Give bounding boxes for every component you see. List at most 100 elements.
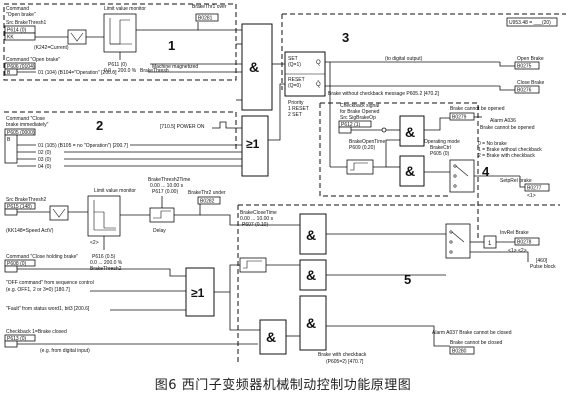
- and-gate-1-symbol: &: [249, 59, 259, 75]
- close-holding-wire: [17, 268, 186, 277]
- checkback-inverter: [381, 127, 387, 133]
- selector2-contact-2: [449, 250, 453, 254]
- brake-cannot-close-label: Brake cannot be closed: [450, 340, 502, 346]
- brake-open-time-label: BrakeOpenTime: [349, 139, 385, 145]
- brake-thr2-under-label: BrakeThr2 under: [188, 190, 226, 196]
- b0281-connector: [195, 13, 219, 22]
- open-brake-output-wire: [499, 62, 515, 67]
- p615-label: P615 (148): [7, 204, 32, 210]
- inv-rel-selector: [445, 223, 471, 259]
- pulse-block-label: Pulse block: [530, 264, 556, 270]
- brake-with-check-label: Brake with checkback: [318, 352, 367, 358]
- b0280-connector: [449, 346, 475, 355]
- b0279-label: B0279: [452, 115, 467, 121]
- abs-block-2: [49, 205, 69, 221]
- p615-param-box: [4, 202, 36, 210]
- b-line-2-label: B: [7, 137, 11, 143]
- p617-label: P617 (0.00): [152, 189, 178, 195]
- region-2-border: [4, 111, 237, 150]
- p609-label: P609 (0.20): [349, 145, 375, 151]
- lt1gt-b-label: <1> <2>: [508, 248, 527, 254]
- or1-output-wire: [268, 83, 285, 141]
- delay-label: Delay: [153, 228, 166, 234]
- src-brake-thresh2-label: Src BrakeThresh2: [6, 197, 47, 203]
- region-4-border: [319, 102, 479, 240]
- brake-close-time-label: BrakeCloseTime: [240, 210, 277, 216]
- setp-rel-label: SetpRel brake: [500, 178, 532, 184]
- power-on-label: [710.5] POWER ON: [160, 124, 205, 130]
- open-timer-output-wire: [373, 139, 400, 168]
- and-gate-1: [241, 23, 273, 111]
- off-cmd-label: "OFF command" from sequence control: [6, 280, 94, 286]
- region-number-2: 2: [96, 118, 103, 133]
- close-timer-symbol: [243, 260, 262, 269]
- kk-connector-2: [4, 208, 18, 216]
- region-number-5: 5: [404, 272, 411, 287]
- inv-rel-label: InvRel Brake: [500, 230, 529, 236]
- small-and1-output-wire: [424, 117, 450, 131]
- b0275-label: B0275: [517, 64, 532, 70]
- and-gate-small-1-symbol: &: [405, 124, 415, 140]
- p612-label: P612 (1): [341, 122, 361, 128]
- src-brake-thresh1-label: Src BrakeThresh1: [6, 20, 47, 26]
- brake-ctrl-label: BrakeCtrl: [430, 145, 451, 151]
- brake-thresh2time-label: BrakeThresh2Time: [148, 177, 191, 183]
- and-gate-4-symbol: &: [266, 329, 276, 345]
- region-number-4: 4: [482, 164, 490, 179]
- and-gate-small-1: [399, 115, 425, 147]
- switch-contact-1: [453, 174, 457, 178]
- figure-caption: 图6 西门子变频器机械制动控制功能原理图: [154, 378, 412, 393]
- b-connector-3: [338, 126, 352, 134]
- p605-param-box: [4, 128, 36, 136]
- checkback-closed-label: Checkback 1=Brake closed: [6, 329, 67, 335]
- power-on-pulse: [212, 121, 242, 129]
- and-gate-5-symbol: &: [306, 315, 316, 331]
- monitor-1-output-wire: [136, 22, 199, 31]
- src-sig-brake-label: Src SigBrakeOp: [340, 115, 376, 121]
- brake-thresh-label: BrakeThresh: [140, 68, 169, 74]
- alarm-a036-label: Alarm A036: [490, 118, 516, 124]
- or-gate-1-symbol: ≥1: [246, 137, 260, 151]
- open-timer-block: [346, 159, 374, 175]
- sr-set-label-2: (Q=1): [288, 62, 301, 68]
- priority-1-label: 1 RESET: [288, 106, 309, 112]
- abs-symbol: [70, 32, 84, 42]
- alarm-a036-text: Brake cannot be opened: [480, 125, 535, 131]
- fault-cmd-label: "Fault" from status word1, bit3 [200.6]: [6, 306, 90, 312]
- p612-param-box: [338, 120, 372, 128]
- to-digital-output-label: (to digital output): [385, 56, 423, 62]
- lt2gt-label: <2>: [90, 240, 99, 246]
- mode-2-label: 2 = Brake with checkback: [478, 153, 535, 159]
- thresh2-to-and2-wire: [200, 214, 248, 226]
- checkback-signal-label: Checkback signal: [340, 103, 379, 109]
- cmd-open-brake-label-2: "Open brake": [6, 12, 36, 18]
- or-gate-2: [185, 267, 215, 317]
- b0275-connector: [514, 61, 540, 70]
- b-connector-4: [4, 265, 18, 273]
- p613-param-box: [4, 334, 36, 342]
- and-gate-small-2: [399, 155, 425, 187]
- alarm-a037-label: Alarm A037 Brake cannot be closed: [432, 330, 512, 336]
- time-range-label: 0.00 ... 10.00 s: [150, 183, 184, 189]
- b0276-connector: [514, 85, 540, 94]
- k242-label: (K242=Current): [34, 45, 69, 51]
- b0277-wire: [519, 176, 525, 188]
- and-gate-5: [299, 295, 327, 351]
- cmd-close-brake-label: Command "Close: [6, 116, 45, 122]
- abs-symbol-2: [52, 208, 66, 218]
- brake-no-check-label: Brake without checkback message P605.2 […: [328, 91, 440, 97]
- region-5-border: [237, 204, 560, 362]
- checkback-signal-label-2: for Brake Opened: [340, 109, 380, 115]
- p605b-label: P605 (0): [430, 151, 450, 157]
- from-digital-label: (e.g. from digital input): [40, 348, 90, 354]
- b0276-label: B0276: [517, 88, 532, 94]
- x460-label: [460]: [536, 258, 548, 264]
- b0282-connector: [197, 196, 221, 205]
- region-number-1: 1: [168, 38, 175, 53]
- selector2-contact-1: [449, 240, 453, 244]
- brake-cannot-open-label: Brake cannot be opened: [450, 106, 505, 112]
- b0281-label: B0281: [198, 16, 213, 22]
- k148-label: (KK148=Speed ActV): [6, 228, 54, 234]
- sr-reset-label-2: (Q=0): [288, 83, 301, 89]
- or-gate-2-symbol: ≥1: [191, 286, 205, 300]
